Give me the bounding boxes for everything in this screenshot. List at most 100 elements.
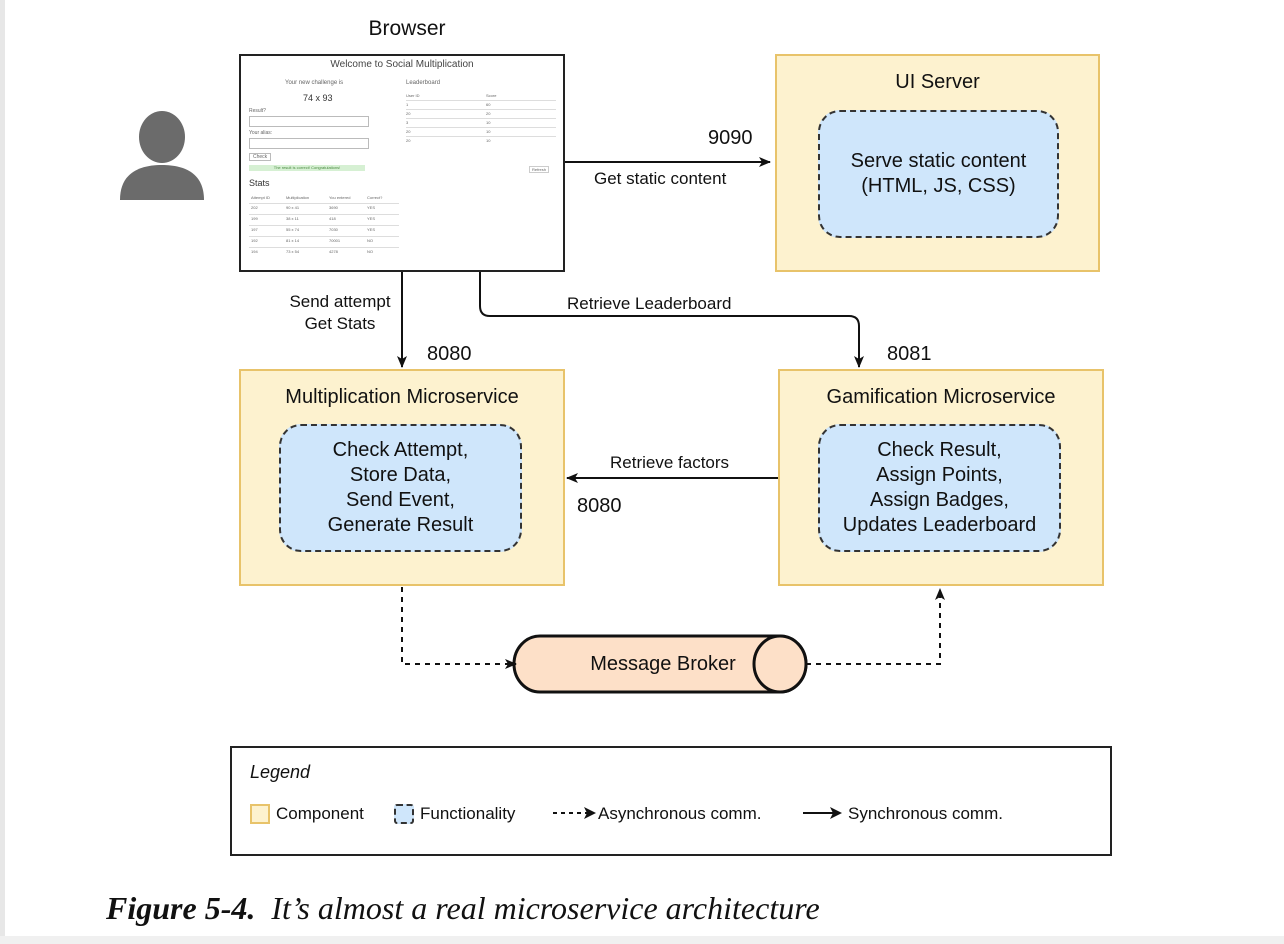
broker-label: Message Broker	[590, 653, 736, 675]
leaderboard-cell: 10	[486, 129, 491, 134]
attempt-edge-label-1: Send attempt	[289, 292, 391, 311]
legend-sync-label: Synchronous comm.	[848, 804, 1003, 823]
leaderboard-cell: 60	[486, 102, 491, 107]
figure-caption-text: It’s almost a real microservice architec…	[271, 890, 820, 926]
stats-header-cell: Correct?	[367, 195, 383, 200]
mock-result-label: Result?	[249, 108, 266, 114]
mock-check-button: Check	[249, 153, 272, 161]
stats-row-divider	[249, 247, 399, 248]
attempt-edge-label-2: Get Stats	[304, 314, 376, 333]
stats-cell: 3690	[329, 205, 338, 210]
arrow-async-to-gamification	[806, 588, 945, 665]
static-edge-label: Get static content	[594, 169, 727, 188]
factors-port-label: 8080	[577, 495, 622, 517]
stats-cell: 90 x 41	[286, 205, 300, 210]
multiplication-title: Multiplication Microservice	[285, 386, 519, 408]
leaderboard-row-divider	[406, 118, 556, 119]
legend-component-label: Component	[276, 804, 364, 823]
leaderboard-header-cell: User ID	[406, 93, 420, 98]
stats-cell: YES	[367, 227, 376, 232]
mock-alias-input	[249, 138, 369, 149]
figure-caption-label: Figure 5-4.	[106, 890, 256, 926]
legend-functionality-label: Functionality	[420, 804, 516, 823]
factors-edge-label: Retrieve factors	[610, 453, 730, 472]
stats-cell: NO	[367, 238, 373, 243]
multiplication-component: Multiplication Microservice Check Attemp…	[239, 369, 565, 586]
stats-cell: 194	[251, 249, 258, 254]
stats-row-divider	[249, 225, 399, 226]
leaderboard-port-label: 8081	[887, 343, 932, 365]
legend-sync-arrow-icon	[803, 807, 842, 819]
legend-async-label: Asynchronous comm.	[598, 804, 762, 823]
mock-challenge-value: 74 x 93	[303, 93, 333, 103]
ui-server-title: UI Server	[895, 71, 980, 93]
stats-row-divider	[249, 203, 399, 204]
stats-cell: 73 x 54	[286, 249, 300, 254]
leaderboard-row-divider	[406, 127, 556, 128]
stats-cell: 38 x 11	[286, 216, 299, 221]
stats-cell: 192	[251, 238, 258, 243]
stats-cell: 81 x 14	[286, 238, 300, 243]
mock-stats-title: Stats	[249, 178, 270, 188]
leaderboard-cell: 20	[406, 111, 411, 116]
mock-refresh-button: Refresh	[529, 166, 550, 173]
legend-title: Legend	[250, 762, 311, 782]
legend-functionality-swatch	[394, 804, 414, 824]
leaderboard-row-divider	[406, 136, 556, 137]
stats-cell: 70001	[329, 238, 341, 243]
multiplication-functionality: Check Attempt, Store Data, Send Event, G…	[279, 424, 522, 552]
stats-cell: YES	[367, 216, 376, 221]
gamification-function-text: Check Result, Assign Points, Assign Badg…	[842, 439, 1037, 536]
page-edge-bottom	[0, 936, 1284, 944]
mock-challenge-label: Your new challenge is	[285, 80, 344, 86]
mock-leaderboard-title: Leaderboard	[406, 80, 441, 86]
stats-header-cell: You entered	[329, 195, 351, 200]
leaderboard-cell: 20	[406, 129, 411, 134]
stats-cell: 199	[251, 216, 258, 221]
stats-cell: 4278	[329, 249, 338, 254]
arrow-retrieve-leaderboard	[479, 272, 864, 368]
browser-window: Welcome to Social Multiplication Your ne…	[239, 54, 565, 272]
legend-async-arrow-icon	[553, 807, 596, 819]
leaderboard-cell: 20	[406, 138, 411, 143]
ui-server-function-text: Serve static content (HTML, JS, CSS)	[850, 150, 1027, 197]
leaderboard-header-cell: Score	[486, 93, 497, 98]
gamification-component: Gamification Microservice Check Result, …	[778, 369, 1104, 586]
leaderboard-row-divider	[406, 100, 556, 101]
leaderboard-cell: 10	[486, 120, 491, 125]
mock-welcome: Welcome to Social Multiplication	[330, 59, 474, 70]
multiplication-function-text: Check Attempt, Store Data, Send Event, G…	[327, 439, 474, 536]
arrow-async-to-broker	[401, 587, 517, 669]
stats-cell: 7030	[329, 227, 338, 232]
stats-cell: 55 x 74	[286, 227, 300, 232]
ui-server-component: UI Server Serve static content (HTML, JS…	[775, 54, 1100, 272]
leaderboard-cell: 1	[406, 102, 409, 107]
mock-result-input	[249, 116, 369, 127]
static-port-label: 9090	[708, 127, 753, 149]
leaderboard-cell: 3	[406, 120, 409, 125]
stats-cell: 418	[329, 216, 336, 221]
stats-row-divider	[249, 236, 399, 237]
stats-header-cell: Multiplication	[286, 195, 310, 200]
stats-cell: 197	[251, 227, 258, 232]
gamification-title: Gamification Microservice	[826, 386, 1056, 408]
stats-row-divider	[249, 214, 399, 215]
attempt-port-label: 8080	[427, 343, 472, 365]
mock-success-message: The result is correct! Congratulations!	[249, 165, 365, 171]
stats-cell: YES	[367, 205, 376, 210]
message-broker	[512, 634, 808, 694]
leaderboard-edge-label: Retrieve Leaderboard	[567, 294, 732, 313]
page-edge-left	[0, 0, 5, 944]
legend: Legend Component Functionality Asynchron…	[230, 746, 1112, 856]
mock-alias-label: Your alias:	[249, 130, 273, 136]
ui-server-functionality: Serve static content (HTML, JS, CSS)	[818, 110, 1059, 238]
stats-cell: NO	[367, 249, 373, 254]
user-icon	[120, 111, 204, 200]
gamification-functionality: Check Result, Assign Points, Assign Badg…	[818, 424, 1061, 552]
stats-cell: 202	[251, 205, 258, 210]
stats-header-cell: Attempt ID	[251, 195, 270, 200]
leaderboard-row-divider	[406, 109, 556, 110]
browser-label: Browser	[368, 17, 446, 40]
leaderboard-cell: 10	[486, 138, 491, 143]
